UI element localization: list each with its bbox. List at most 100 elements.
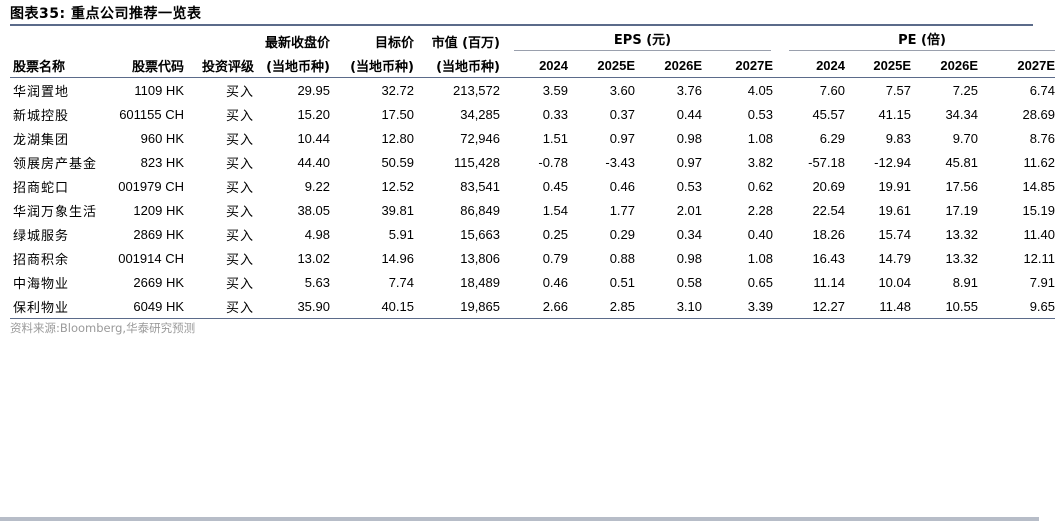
col-header-name: 股票名称: [10, 53, 110, 78]
cell-eps: -0.78: [538, 154, 568, 170]
col-header-target-unit: (当地币种): [336, 53, 420, 78]
cell-eps: 0.45: [542, 178, 568, 194]
cell-eps: 0.62: [747, 178, 773, 194]
cell-eps: 0.79: [542, 250, 568, 266]
cell-pe: 19.61: [878, 202, 911, 218]
cell-eps: 0.58: [676, 274, 702, 290]
cell-eps: 0.51: [609, 274, 635, 290]
cell-pe: 34.34: [945, 106, 978, 122]
cell-pe: 11.40: [1023, 226, 1055, 242]
cell-pe: 8.91: [952, 274, 978, 290]
cell-eps: 3.10: [641, 294, 708, 319]
cell-stock-name: 领展房产基金: [13, 156, 98, 172]
cell-market-cap: 34,285: [460, 106, 500, 122]
company-table: 最新收盘价 目标价 市值 (百万) EPS (元) PE (倍) 股票名称 股票…: [10, 29, 1055, 319]
cell-eps: 1.51: [542, 130, 568, 146]
cell-target-price: 40.15: [336, 294, 420, 319]
cell-pe: 16.43: [812, 250, 845, 266]
cell-pe: 11.14: [813, 274, 845, 290]
cell-market-cap: 15,663: [460, 226, 500, 242]
cell-target-price: 32.72: [381, 82, 414, 98]
eps-group-cell: EPS (元): [506, 29, 779, 53]
cell-target-price: 7.74: [388, 274, 414, 290]
cell-pe: 9.83: [885, 130, 911, 146]
cell-eps: 0.97: [676, 154, 702, 170]
cell-pe: 7.25: [952, 82, 978, 98]
cell-market-cap: 18,489: [460, 274, 500, 290]
cell-pe: 28.69: [1022, 106, 1055, 122]
cell-rating: 买入: [225, 84, 254, 100]
cell-eps: 0.46: [542, 274, 568, 290]
cell-target-price: 39.81: [381, 202, 414, 218]
cell-price: 10.44: [297, 130, 330, 146]
bottom-divider: [0, 517, 1039, 521]
cell-eps: 3.59: [542, 82, 568, 98]
cell-eps: 2.01: [676, 202, 702, 218]
page-title: 图表35: 重点公司推荐一览表: [10, 6, 202, 22]
cell-pe: 22.54: [812, 202, 845, 218]
cell-stock-code: 601155 CH: [119, 106, 184, 122]
cell-pe: 45.57: [812, 106, 845, 122]
cell-pe: 11.62: [1023, 154, 1055, 170]
cell-pe: 10.55: [917, 294, 984, 319]
col-header-pe-year: 2025E: [851, 53, 917, 78]
cell-stock-name: 中海物业: [13, 276, 70, 292]
col-header-eps-year: 2024: [506, 53, 574, 78]
cell-eps: 0.53: [676, 178, 702, 194]
cell-pe: 41.15: [878, 106, 911, 122]
cell-rating: 买入: [225, 108, 254, 124]
pe-group-header: PE (倍): [789, 32, 1055, 51]
cell-eps: 0.97: [609, 130, 635, 146]
cell-price: 29.95: [297, 82, 330, 98]
header-row-bottom: 股票名称 股票代码 投资评级 (当地币种) (当地币种) (当地币种) 2024…: [10, 53, 1055, 78]
cell-eps: 1.08: [747, 250, 773, 266]
cell-stock-name: 招商蛇口: [13, 180, 70, 196]
cell-pe: 6.74: [1029, 82, 1055, 98]
cell-rating: 买入: [225, 180, 254, 196]
cell-pe: 9.70: [952, 130, 978, 146]
col-header-rating: 投资评级: [190, 53, 260, 78]
cell-price: 35.90: [260, 294, 336, 319]
cell-stock-code: 960 HK: [140, 130, 184, 146]
cell-market-cap: 213,572: [453, 82, 500, 98]
cell-eps: 1.08: [747, 130, 773, 146]
cell-stock-code: 6049 HK: [110, 294, 190, 319]
cell-rating: 买入: [225, 252, 254, 268]
source-note: 资料来源:Bloomberg,华泰研究预测: [10, 321, 196, 335]
cell-price: 44.40: [297, 154, 330, 170]
cell-market-cap: 72,946: [460, 130, 500, 146]
cell-rating: 买入: [225, 156, 254, 172]
cell-price: 5.63: [304, 274, 330, 290]
cell-eps: 2.66: [506, 294, 574, 319]
cell-pe: 12.27: [779, 294, 851, 319]
cell-pe: 19.91: [878, 178, 911, 194]
cell-market-cap: 13,806: [460, 250, 500, 266]
header-row-top: 最新收盘价 目标价 市值 (百万) EPS (元) PE (倍): [10, 29, 1055, 53]
cell-eps: 3.60: [609, 82, 635, 98]
cell-rating: 买入: [225, 132, 254, 148]
cell-pe: 14.79: [878, 250, 911, 266]
cell-eps: 1.77: [609, 202, 635, 218]
col-header-code: 股票代码: [110, 53, 190, 78]
cell-eps: 0.25: [542, 226, 568, 242]
cell-pe: 20.69: [812, 178, 845, 194]
cell-target-price: 12.80: [381, 130, 414, 146]
cell-rating: 买入: [225, 228, 254, 244]
cell-price: 38.05: [297, 202, 330, 218]
cell-eps: 0.44: [676, 106, 702, 122]
cell-pe: 8.76: [1029, 130, 1055, 146]
cell-target-price: 14.96: [381, 250, 414, 266]
cell-pe: 7.60: [819, 82, 845, 98]
cell-stock-code: 823 HK: [140, 154, 184, 170]
cell-stock-code: 1209 HK: [133, 202, 184, 218]
eps-group-header: EPS (元): [514, 32, 771, 51]
cell-pe: 15.74: [878, 226, 911, 242]
col-header-pe-year: 2027E: [984, 53, 1055, 78]
